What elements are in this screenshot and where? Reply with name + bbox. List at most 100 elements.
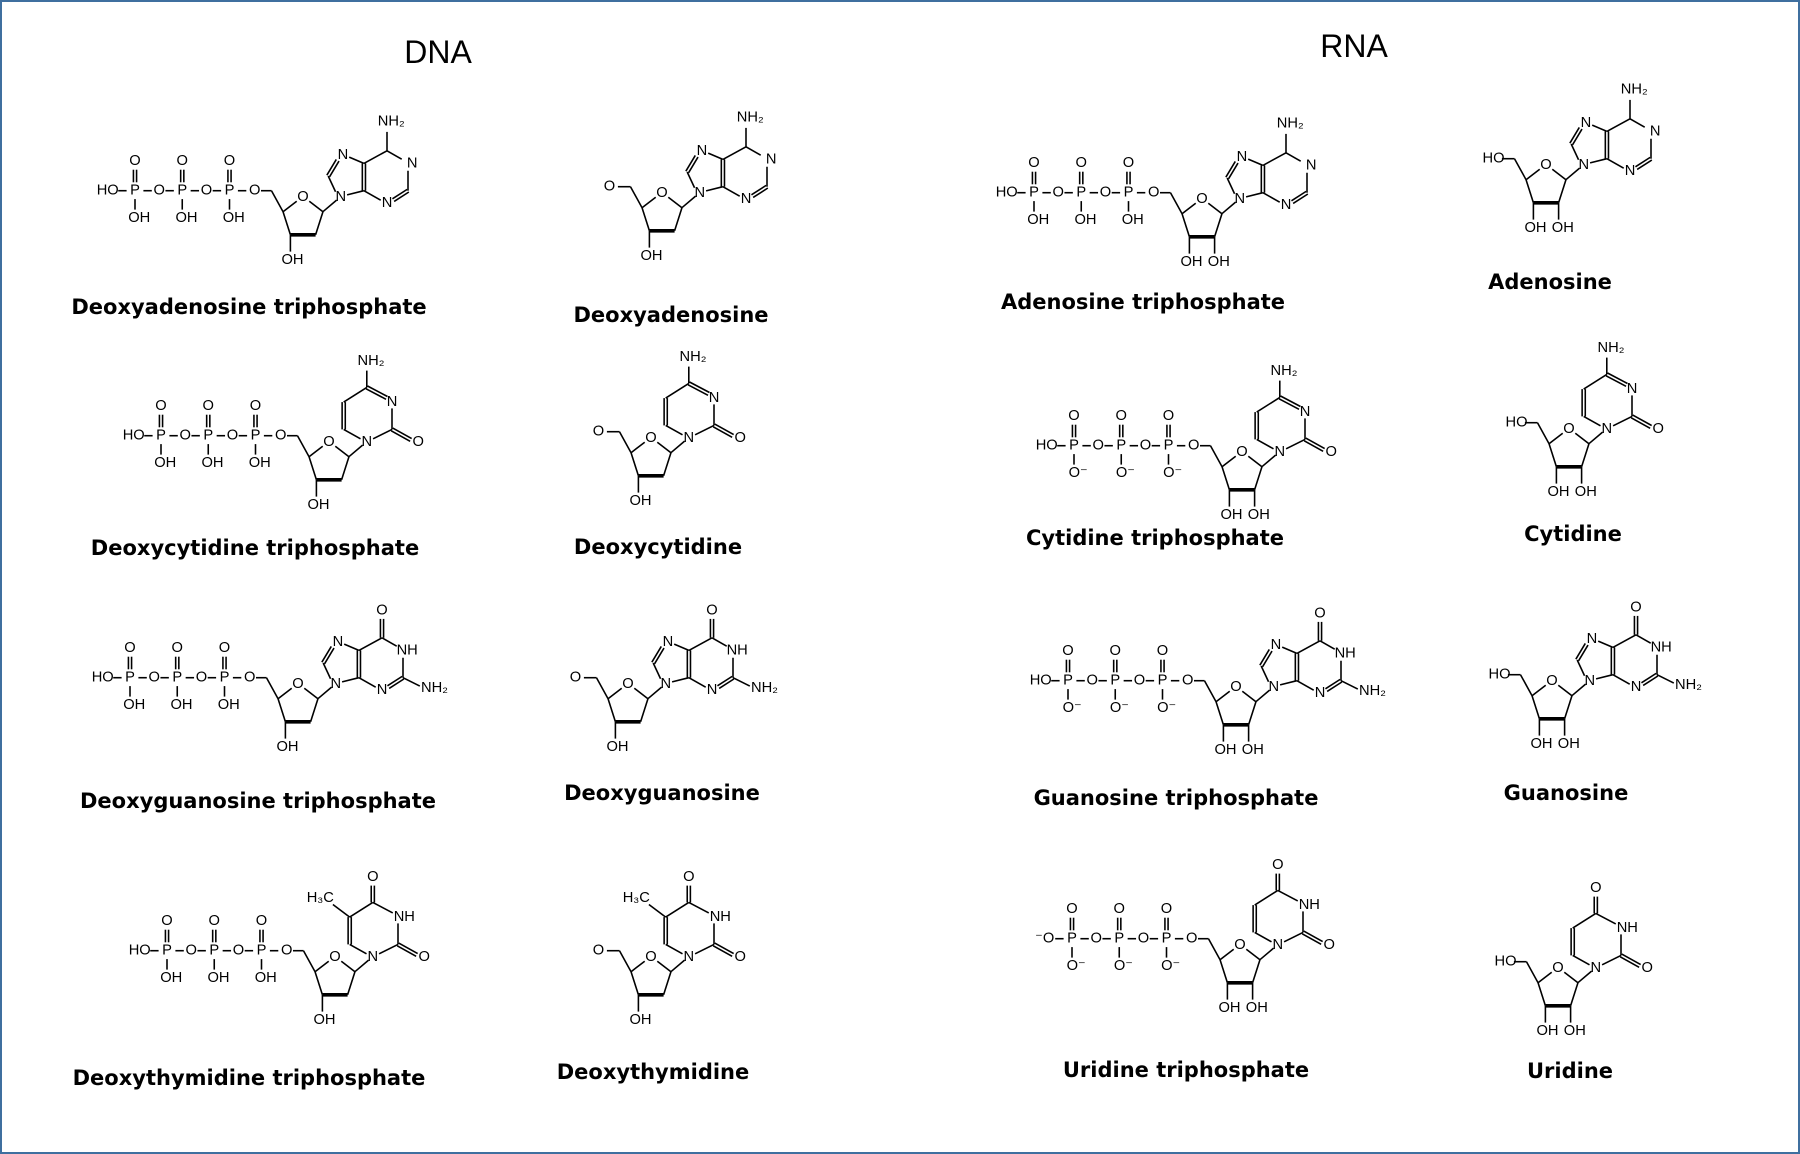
hydroxyl-3: OH: [1180, 254, 1202, 270]
ring-nitrogen: N: [697, 143, 708, 159]
phosphorus: P: [162, 943, 172, 959]
ring-nitrogen: N: [367, 949, 378, 965]
ring-nitrogen: N: [338, 147, 349, 163]
bond: [341, 676, 360, 683]
bond: [1574, 432, 1590, 445]
ring-nitrogen: N: [1237, 149, 1248, 165]
phosphorus: P: [1063, 673, 1073, 689]
bond: [1215, 701, 1225, 726]
carbonyl-oxygen: O: [706, 602, 717, 618]
bond: [1536, 422, 1550, 445]
bond: [1548, 432, 1564, 445]
bond: [1570, 143, 1580, 161]
molecule-label-dt: Deoxythymidine: [556, 1060, 750, 1084]
phosphate-oh: O⁻: [1163, 465, 1182, 481]
phosphate-oh: O⁻: [1161, 958, 1180, 974]
phosphorus: P: [125, 670, 135, 686]
bond: [656, 441, 672, 454]
bond: [1597, 640, 1614, 649]
bond: [653, 647, 665, 665]
bond: [694, 943, 715, 955]
phosphate-oxygen: O: [1066, 901, 1077, 917]
bond: [665, 901, 690, 918]
bond: [641, 196, 657, 209]
phosphorus: P: [220, 670, 230, 686]
phosphorus: P: [1067, 931, 1077, 947]
phosphate-oh: OH: [1027, 212, 1049, 228]
bond: [1169, 192, 1183, 215]
bond: [322, 662, 332, 680]
phosphate-oxygen: O: [256, 913, 267, 929]
bond: [1305, 437, 1326, 450]
phosphate-oxygen: O: [1161, 901, 1172, 917]
bond: [1551, 168, 1567, 181]
bond: [282, 200, 298, 213]
phosphate-oxygen: O: [1068, 408, 1079, 424]
hydroxyl-3: OH: [1524, 220, 1546, 236]
phosphorus: P: [1069, 438, 1079, 454]
phosphate-oh: OH: [1074, 212, 1096, 228]
hydroxyl-2: OH: [1558, 736, 1580, 752]
terminal-group: HO: [123, 428, 145, 444]
bridge-oxygen: O: [196, 670, 207, 686]
carbonyl-oxygen: O: [735, 430, 746, 446]
bond: [1207, 938, 1221, 961]
ring-nitrogen: N: [1584, 673, 1595, 689]
bond: [314, 971, 324, 996]
bond: [1241, 690, 1257, 703]
phosphorus: P: [1158, 673, 1168, 689]
bond: [321, 646, 332, 663]
bond: [688, 677, 707, 688]
ring-nitrogen: N: [766, 151, 777, 167]
bond: [607, 698, 617, 723]
amino-group: NH₂: [421, 680, 448, 696]
hydroxyl-5: O: [593, 943, 604, 959]
ring-nitrogen: N: [1300, 404, 1311, 420]
bond: [1203, 680, 1217, 703]
bond: [652, 662, 662, 680]
bond: [722, 146, 747, 161]
bond: [712, 945, 733, 957]
bond: [641, 207, 651, 232]
phosphorus: P: [1076, 185, 1086, 201]
phosphate-oh: O⁻: [1116, 465, 1135, 481]
bond: [1589, 157, 1608, 164]
methyl-group: H₃C: [307, 890, 335, 906]
phosphate-oh: OH: [201, 455, 223, 471]
hydroxyl-2: OH: [1242, 742, 1264, 758]
bond: [673, 207, 683, 232]
phosphate-oh: OH: [160, 970, 182, 986]
carbonyl-oxygen: O: [1653, 421, 1664, 437]
bond: [1629, 118, 1646, 128]
ester-oxygen: O: [275, 428, 286, 444]
bond: [1583, 373, 1608, 390]
bond: [1245, 948, 1261, 961]
ring-oxygen: O: [292, 676, 303, 692]
bond: [303, 687, 319, 700]
bond: [1325, 678, 1341, 690]
bond: [1612, 415, 1633, 427]
phosphate-oxygen: O: [1028, 155, 1039, 171]
bond: [711, 637, 728, 647]
bond: [714, 423, 735, 436]
bond: [1283, 931, 1304, 943]
ring-nitrogen: NH: [394, 909, 415, 925]
bond: [1292, 193, 1309, 205]
bond: [372, 428, 393, 440]
carbonyl-oxygen: O: [419, 949, 430, 965]
phosphate-oh: OH: [249, 455, 271, 471]
carbonyl-oxygen: O: [367, 869, 378, 885]
bond: [1612, 634, 1637, 649]
carbonyl-oxygen: O: [735, 949, 746, 965]
bridge-oxygen: O: [185, 943, 196, 959]
bond: [392, 427, 413, 440]
bond: [1247, 158, 1264, 167]
ring-nitrogen: N: [330, 676, 341, 692]
ring-oxygen: O: [323, 434, 334, 450]
ring-nitrogen: N: [1601, 421, 1612, 437]
